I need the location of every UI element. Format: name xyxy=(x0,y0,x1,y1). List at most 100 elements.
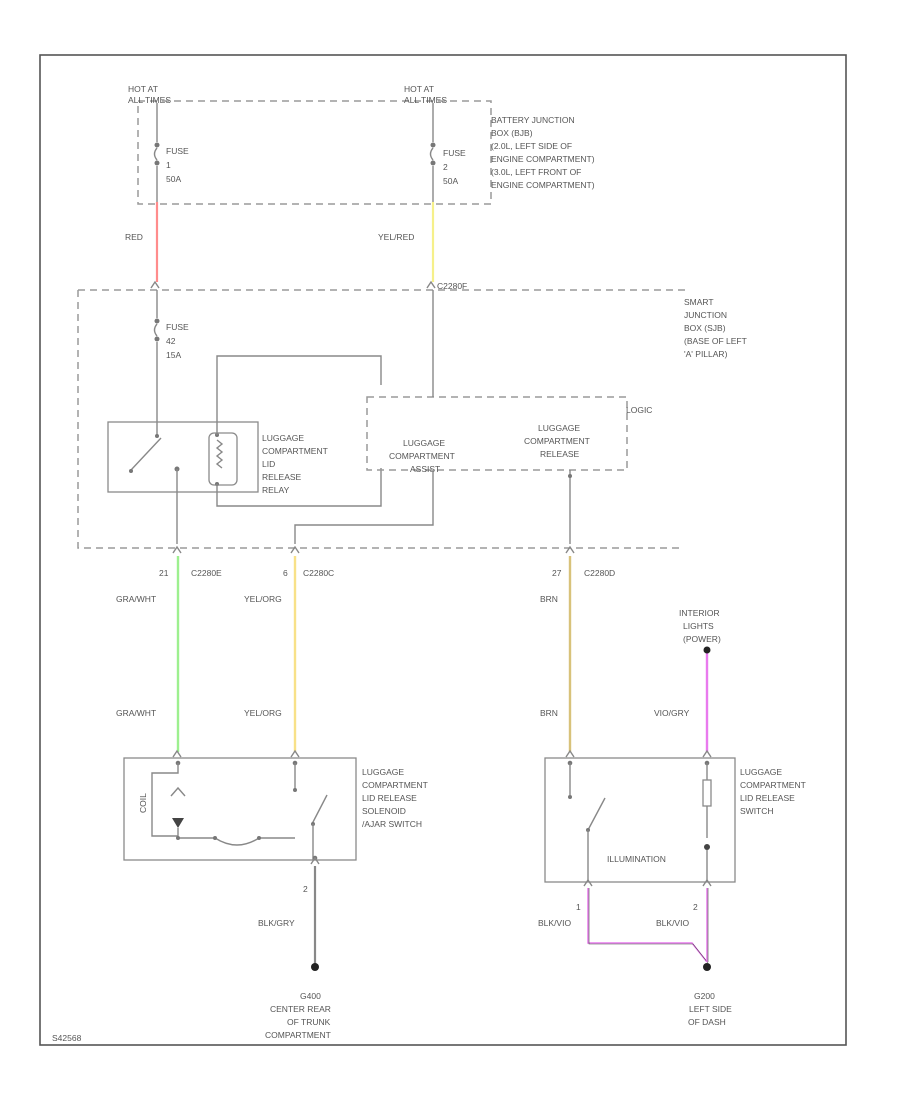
wire-yel-org-label-top: YEL/ORG xyxy=(244,594,282,604)
diagram-frame xyxy=(39,54,847,1046)
switch-bottom-pin-1 xyxy=(583,878,593,887)
wire-blk-vio-2-label: BLK/VIO xyxy=(656,918,689,928)
wire-brn-label-top: BRN xyxy=(540,594,558,604)
release-switch-contact xyxy=(587,797,606,831)
relay-coil xyxy=(208,432,238,486)
solenoid-plunger xyxy=(172,818,184,828)
relay-label: LUGGAGE COMPARTMENT LID RELEASE RELAY xyxy=(262,433,328,495)
relay-label-line: LID xyxy=(262,459,275,469)
wire-coil-bottom xyxy=(216,468,382,507)
solenoid-label: LUGGAGE COMPARTMENT LID RELEASE SOLENOID… xyxy=(362,767,428,829)
relay-label-line: COMPARTMENT xyxy=(262,446,328,456)
ground-g200-label-line: OF DASH xyxy=(688,1017,726,1027)
lcr-label: LUGGAGE COMPARTMENT RELEASE xyxy=(524,423,590,459)
lcr-label-line: COMPARTMENT xyxy=(524,436,590,446)
wire-blk-gry-label: BLK/GRY xyxy=(258,918,295,928)
sjb-pin-right xyxy=(426,280,436,289)
interior-label-line: LIGHTS xyxy=(683,621,714,631)
interior-lights-label: INTERIOR LIGHTS (POWER) xyxy=(679,608,721,644)
solenoid-bottom-pin xyxy=(310,856,320,865)
solenoid-node xyxy=(213,836,217,840)
solenoid-switch-terminal xyxy=(293,788,297,792)
solenoid-label-line: COMPARTMENT xyxy=(362,780,428,790)
interior-lights-terminal xyxy=(703,646,711,654)
wire-vio-gry-label: VIO/GRY xyxy=(654,708,690,718)
logic-box xyxy=(366,396,628,471)
ground-g400-label-line: OF TRUNK xyxy=(287,1017,331,1027)
bjb-outline xyxy=(137,100,492,205)
connector-c2280d-pin: 27 xyxy=(552,568,562,578)
wire-lca-out xyxy=(294,470,434,544)
ground-g400-label: G400 CENTER REAR OF TRUNK COMPARTMENT xyxy=(265,991,331,1040)
fuse42-rating: 15A xyxy=(166,350,181,360)
fuse42-symbol xyxy=(153,323,158,337)
fuse1-label: FUSE xyxy=(166,146,189,156)
fuse1-number: 1 xyxy=(166,160,171,170)
connector-c2280c-pin: 6 xyxy=(283,568,288,578)
bjb-label-line: (2.0L, LEFT SIDE OF xyxy=(491,141,572,151)
switch-pin-2 xyxy=(702,749,712,758)
wire-gra-wht-label-top: GRA/WHT xyxy=(116,594,156,604)
sjb-label: SMART JUNCTION BOX (SJB) (BASE OF LEFT '… xyxy=(684,297,747,359)
connector-c2280e-name: C2280E xyxy=(191,568,222,578)
relay-contact xyxy=(130,437,162,471)
connector-c2280f: C2280F xyxy=(437,281,467,291)
interior-label-line: INTERIOR xyxy=(679,608,720,618)
fuse1-rating: 50A xyxy=(166,174,181,184)
switch-pin-number-2: 2 xyxy=(693,902,698,912)
relay-coil-winding xyxy=(215,439,224,469)
hot-left-line2: ALL TIMES xyxy=(128,95,171,105)
fuse2-symbol xyxy=(429,147,434,161)
sjb-outline xyxy=(77,289,685,549)
fuse2-number: 2 xyxy=(443,162,448,172)
lca-label: LUGGAGE COMPARTMENT ASSIST xyxy=(389,438,455,474)
solenoid-pin-2 xyxy=(290,749,300,758)
connector-pin-c2280c xyxy=(290,545,300,554)
switch-bottom-pin-2 xyxy=(702,878,712,887)
wire-blk-vio-1-core xyxy=(588,888,709,964)
ground-g400-label-line: G400 xyxy=(300,991,321,1001)
solenoid-pin-number: 2 xyxy=(303,884,308,894)
ground-g400-label-line: CENTER REAR xyxy=(270,1004,331,1014)
wire-red-label: RED xyxy=(125,232,143,242)
relay-box xyxy=(107,421,259,493)
lcr-terminal xyxy=(568,474,572,478)
lcr-label-line: LUGGAGE xyxy=(538,423,580,433)
connector-pin-c2280d xyxy=(565,545,575,554)
fuse42-terminal xyxy=(154,318,160,324)
release-switch-label: LUGGAGE COMPARTMENT LID RELEASE SWITCH xyxy=(740,767,806,816)
hot-right-line1: HOT AT xyxy=(404,84,434,94)
ground-g200-label-line: LEFT SIDE xyxy=(689,1004,732,1014)
wire-brn-label-bottom: BRN xyxy=(540,708,558,718)
release-switch-contact-a xyxy=(568,795,572,799)
sjb-pin-left xyxy=(150,280,160,289)
solenoid-internal-wire xyxy=(178,837,295,846)
relay-contact-terminal xyxy=(129,469,133,473)
bjb-label-line: BOX (BJB) xyxy=(491,128,533,138)
wire-yel-red-label: YEL/RED xyxy=(378,232,414,242)
solenoid-node xyxy=(176,836,180,840)
solenoid-diode xyxy=(170,786,186,797)
wire-blk-vio-1-label: BLK/VIO xyxy=(538,918,571,928)
fuse1-terminal xyxy=(154,142,160,148)
fuse2-terminal xyxy=(430,142,436,148)
solenoid-label-line: SOLENOID xyxy=(362,806,406,816)
bjb-label-line: BATTERY JUNCTION xyxy=(491,115,575,125)
wire-coil-top xyxy=(216,355,382,435)
ground-g400-label-line: COMPARTMENT xyxy=(265,1030,331,1040)
switch-pin-1 xyxy=(565,749,575,758)
hot-left-line1: HOT AT xyxy=(128,84,158,94)
sjb-label-line: JUNCTION xyxy=(684,310,727,320)
diagram-id: S42568 xyxy=(52,1033,82,1043)
connector-c2280e-pin: 21 xyxy=(159,568,169,578)
ajar-switch-contact xyxy=(311,794,328,825)
solenoid-pin-1 xyxy=(172,749,182,758)
bjb-label-line: ENGINE COMPARTMENT) xyxy=(491,180,595,190)
connector-pin-c2280e xyxy=(172,545,182,554)
release-switch-label-line: COMPARTMENT xyxy=(740,780,806,790)
fuse1-symbol xyxy=(153,147,158,161)
hot-right-line2: ALL TIMES xyxy=(404,95,447,105)
relay-contact-pivot xyxy=(155,434,159,438)
lca-label-line: COMPARTMENT xyxy=(389,451,455,461)
